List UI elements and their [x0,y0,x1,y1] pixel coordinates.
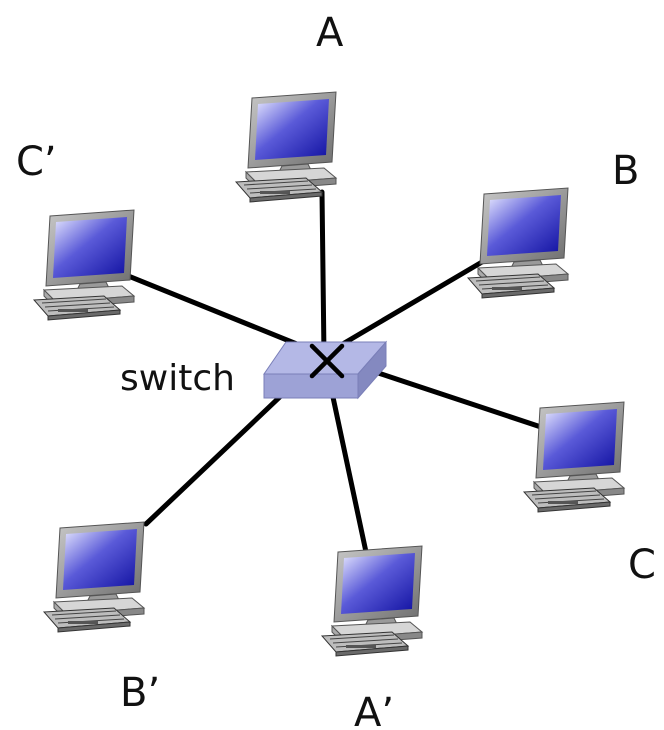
computer-icon [43,521,145,633]
computer-icon [33,209,135,321]
computer-icon [467,187,569,299]
host-C [523,401,625,513]
computer-icon [523,401,625,513]
host-label-B: B [612,148,639,194]
switch [263,340,388,400]
switch-label: switch [120,358,235,399]
host-label-C-prime: C’ [16,139,57,185]
host-C-prime [33,209,135,321]
host-label-C: C [628,542,656,588]
host-label-A-prime: A’ [354,690,394,730]
host-label-B-prime: B’ [120,670,160,716]
switch-x-icon [309,343,345,379]
host-label-A: A [316,10,344,56]
computer-icon [321,545,423,657]
switch-side-face [357,340,387,400]
computer-icon [235,91,337,203]
host-B-prime [43,521,145,633]
link-switch-A [319,189,327,358]
host-A [235,91,337,203]
host-B [467,187,569,299]
host-A-prime [321,545,423,657]
link-switch-B [321,259,485,358]
